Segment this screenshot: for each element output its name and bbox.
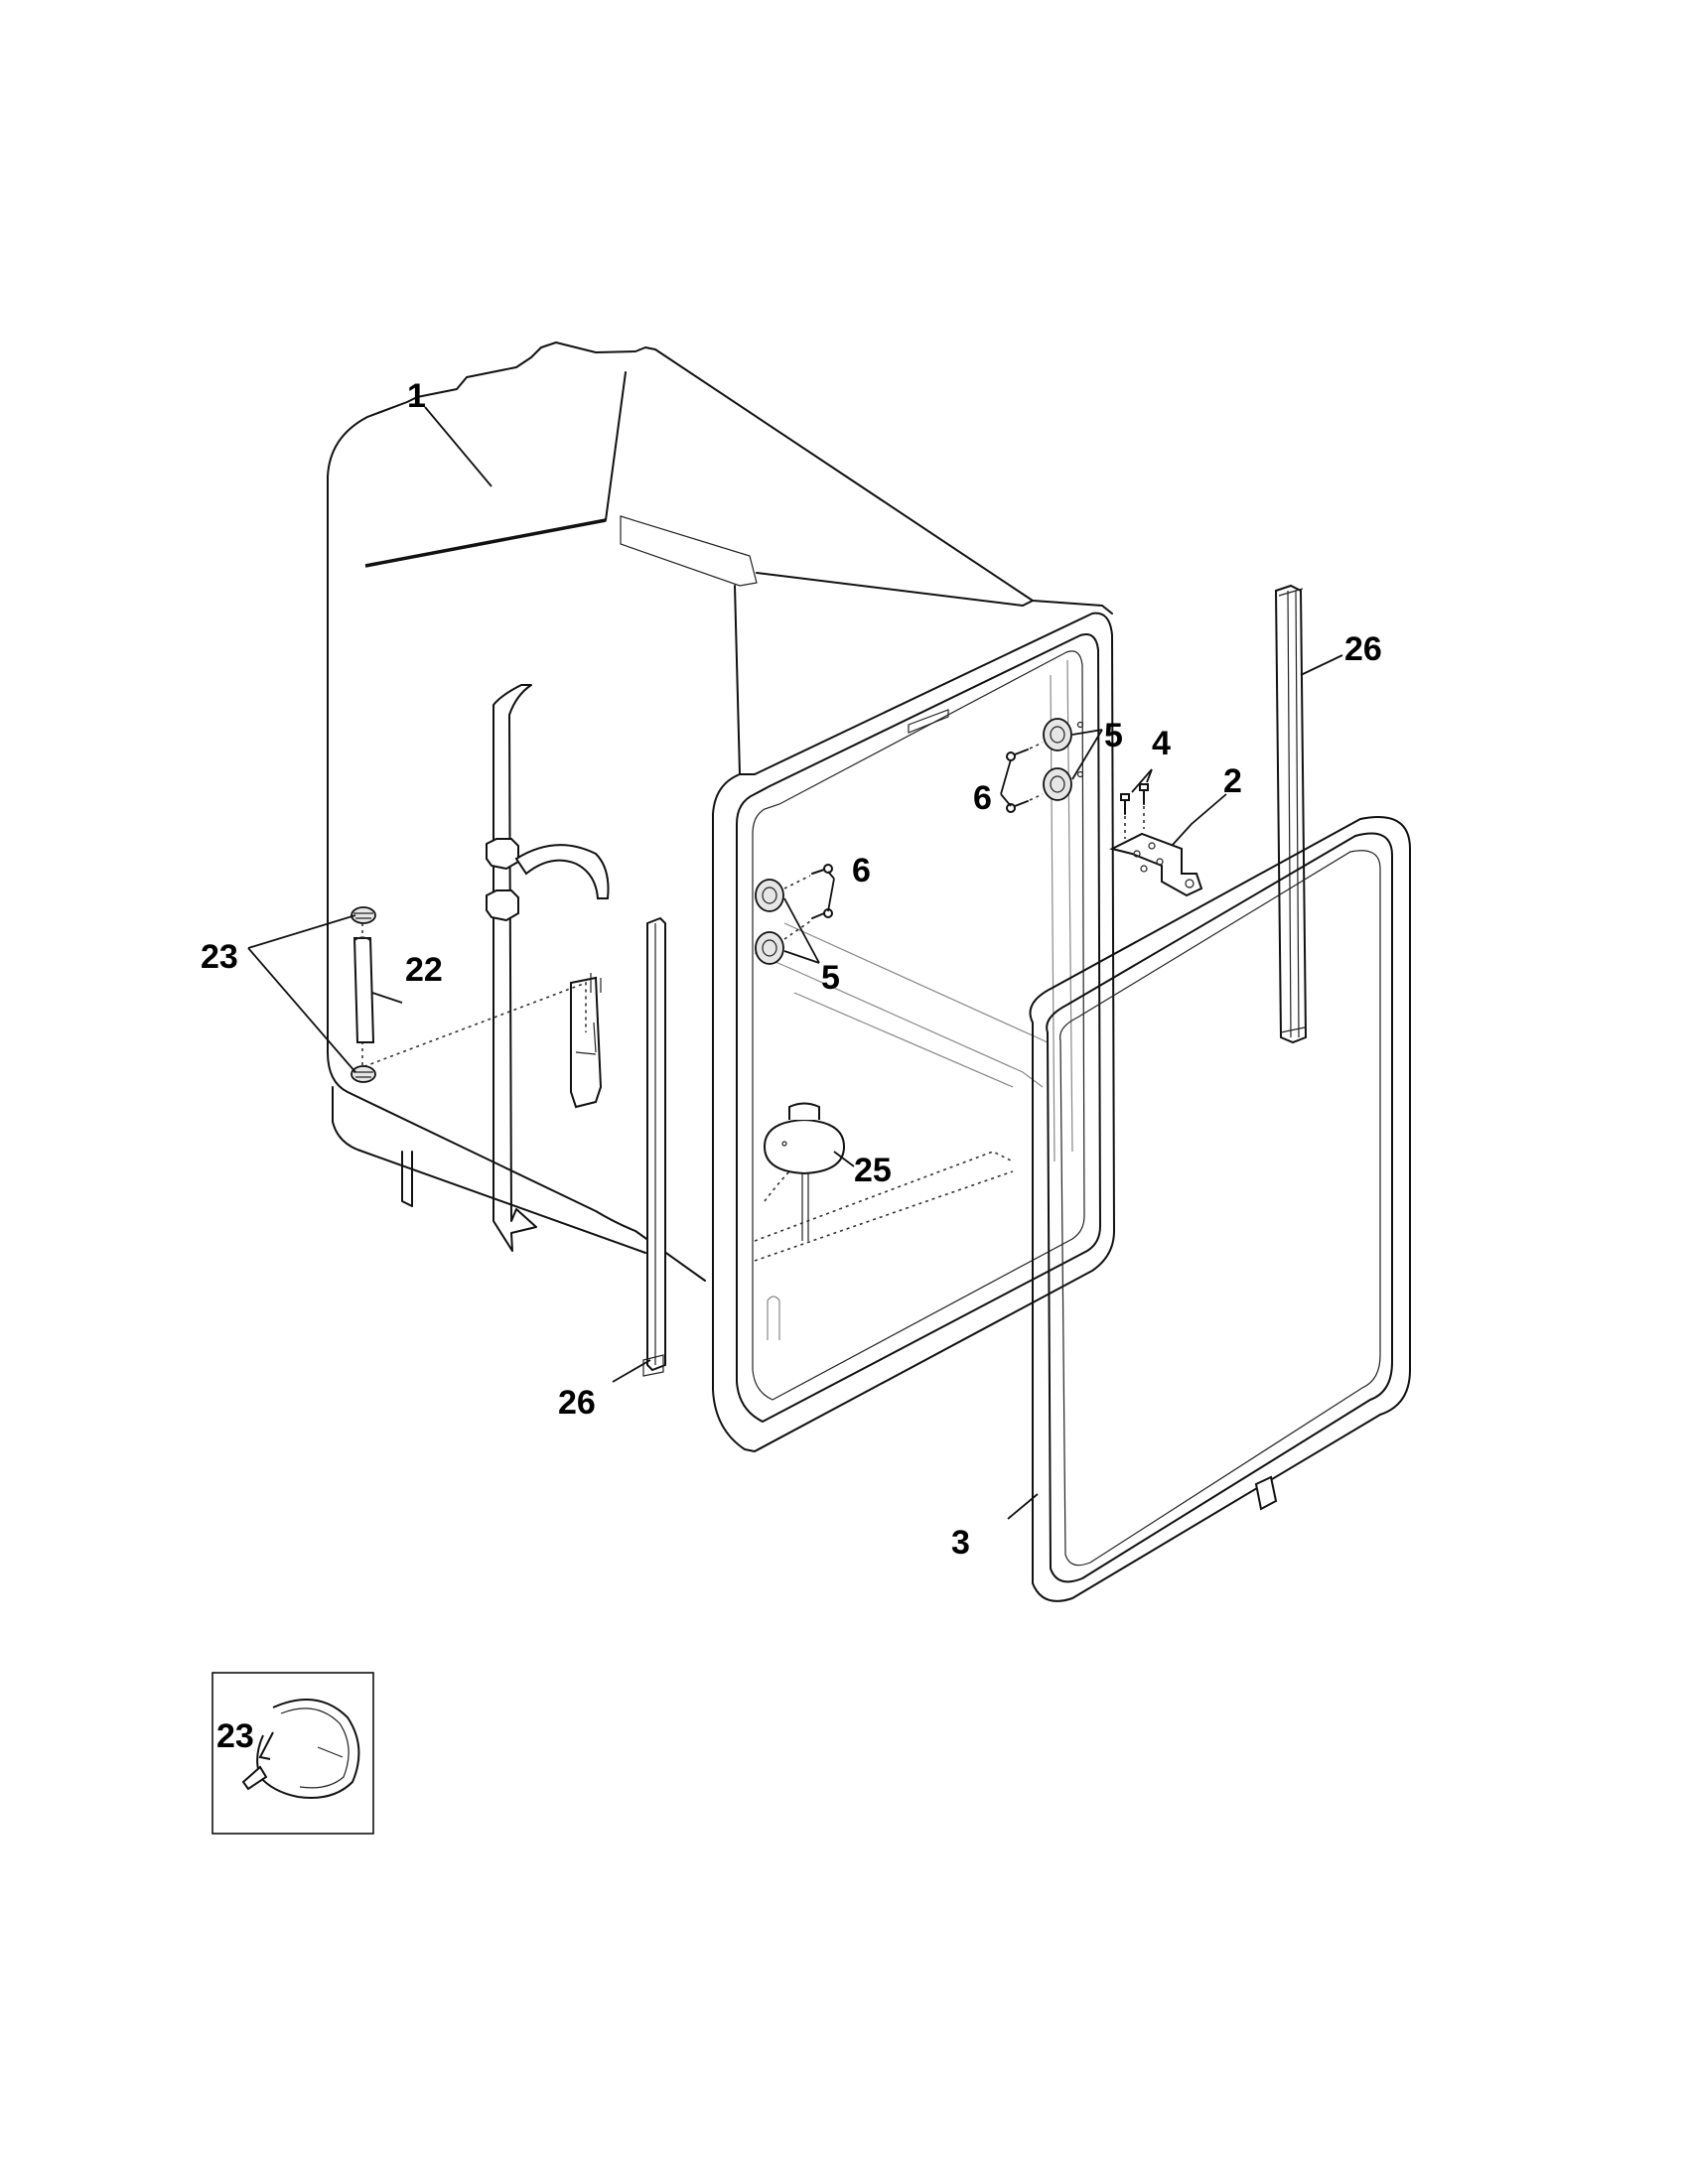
leader-lines xyxy=(247,406,1343,1520)
callout-6-left: 6 xyxy=(852,852,871,889)
tub-part-1 xyxy=(327,341,1115,1452)
clamps-part-23 xyxy=(351,906,376,1083)
callout-4: 4 xyxy=(1152,725,1171,762)
bracket-part-2 xyxy=(1109,832,1203,897)
callout-22: 22 xyxy=(405,951,443,989)
callout-5-left: 5 xyxy=(821,959,840,997)
screws-part-6-left xyxy=(783,864,833,940)
callout-23: 23 xyxy=(201,938,238,976)
callout-23-inset: 23 xyxy=(216,1717,254,1755)
callout-26-right: 26 xyxy=(1344,630,1382,668)
seal-strip-part-26-right xyxy=(1274,584,1308,1044)
callout-2: 2 xyxy=(1223,762,1242,800)
screws-part-4 xyxy=(1120,783,1149,839)
door-gasket-part-3 xyxy=(1029,816,1411,1602)
seal-strip-part-26-left xyxy=(642,916,666,1377)
rollers-part-5-left xyxy=(755,879,784,965)
hose-part-22 xyxy=(352,936,375,1043)
callout-26-left: 26 xyxy=(558,1384,596,1422)
float-part-25 xyxy=(763,1102,846,1241)
callout-labels: 1 2 3 4 5 5 6 6 22 23 23 25 26 26 xyxy=(201,377,1382,1755)
callout-3: 3 xyxy=(951,1524,970,1562)
callout-5-top: 5 xyxy=(1104,717,1123,754)
rollers-part-5-top xyxy=(1043,718,1084,801)
screws-part-6-top xyxy=(1006,742,1044,813)
callout-1: 1 xyxy=(407,377,426,415)
callout-25: 25 xyxy=(854,1152,892,1189)
inset-clamp-detail xyxy=(211,1672,374,1835)
callout-6-top: 6 xyxy=(973,779,992,817)
